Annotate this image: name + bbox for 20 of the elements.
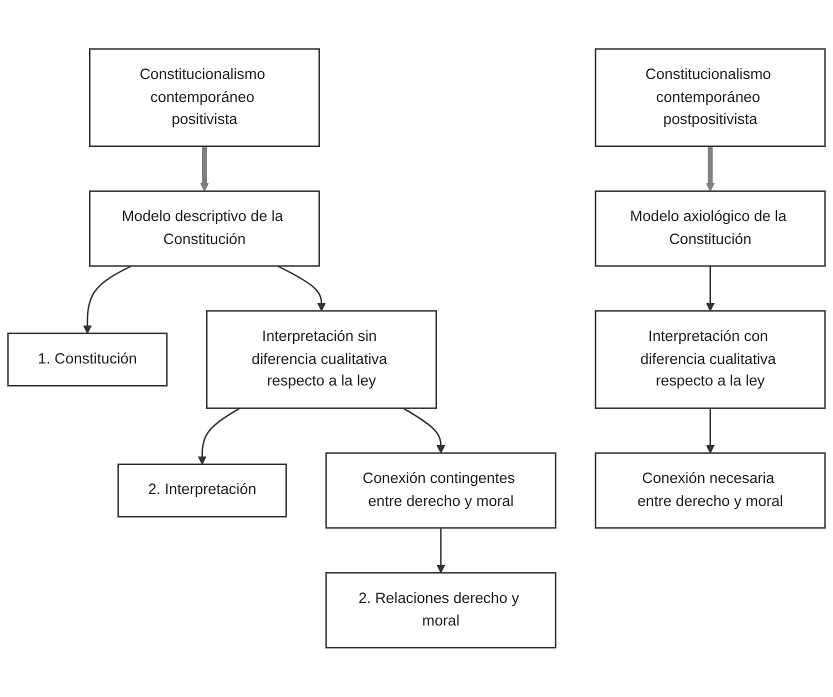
arrow bbox=[198, 408, 240, 465]
node-box: Interpretación sin diferencia cualitativa respecto a la ley bbox=[206, 310, 438, 410]
node-box: Modelo axiológico de la Constitución bbox=[594, 190, 826, 267]
arrow bbox=[277, 266, 326, 312]
arrow bbox=[706, 266, 715, 312]
node-box: Conexión contingentes entre derecho y moral bbox=[325, 452, 556, 529]
node-box: Modelo descriptivo de la Constitución bbox=[88, 190, 320, 267]
node-box: Conexión necesaria entre derecho y moral bbox=[594, 452, 826, 529]
arrow bbox=[436, 528, 446, 574]
arrow bbox=[402, 408, 446, 454]
arrow bbox=[200, 146, 209, 192]
node-box: 1. Constitución bbox=[7, 332, 168, 387]
arrow bbox=[706, 146, 715, 192]
node-box: 2. Interpretación bbox=[117, 464, 287, 518]
arrow bbox=[83, 266, 132, 334]
node-box: Constitucionalismo contemporáneo postpositivista bbox=[594, 48, 826, 148]
node-box: 2. Relaciones derecho y moral bbox=[325, 572, 556, 649]
arrow bbox=[706, 408, 715, 454]
node-box: Constitucionalismo contemporáneo positivista bbox=[88, 48, 320, 148]
node-box: Interpretación con diferencia cualitativa respecto a la ley bbox=[594, 310, 826, 410]
